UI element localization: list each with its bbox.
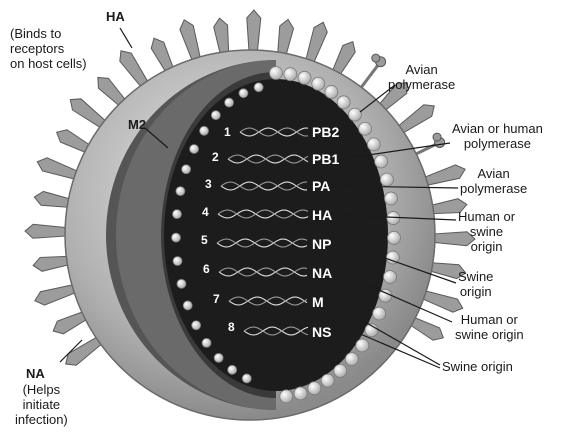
matrix-bead: [325, 85, 338, 98]
matrix-bead: [190, 144, 199, 153]
ha-spike: [214, 18, 229, 56]
matrix-bead: [375, 155, 388, 168]
matrix-bead: [384, 192, 397, 205]
ha-spike: [35, 284, 78, 305]
origin-label-na: Human or swine origin: [455, 312, 524, 342]
matrix-bead: [225, 98, 234, 107]
segment-ns-label: NS: [312, 324, 331, 340]
viral-core: [164, 79, 388, 391]
matrix-bead: [356, 339, 369, 352]
na-description: (Helps initiate infection): [15, 382, 68, 427]
ha-spike-label: HA: [106, 9, 125, 24]
ha-spike: [180, 20, 201, 63]
matrix-bead: [228, 365, 237, 374]
matrix-bead: [367, 138, 380, 151]
segment-8-number: 8: [228, 320, 235, 334]
ha-spike: [247, 10, 261, 54]
segment-3-number: 3: [205, 177, 212, 191]
matrix-bead: [280, 390, 293, 403]
matrix-bead: [202, 338, 211, 347]
matrix-bead: [294, 387, 307, 400]
matrix-bead: [334, 364, 347, 377]
matrix-bead: [345, 353, 358, 366]
matrix-bead: [373, 307, 386, 320]
origin-label-np: Swine origin: [458, 269, 493, 299]
ha-spike: [25, 224, 69, 238]
ha-spike: [422, 165, 465, 186]
matrix-bead: [270, 67, 283, 80]
matrix-bead: [308, 382, 321, 395]
segment-m-label: M: [312, 294, 324, 310]
ha-spike: [33, 256, 71, 271]
matrix-bead: [173, 257, 182, 266]
segment-np-label: NP: [312, 236, 331, 252]
matrix-bead: [337, 96, 350, 109]
origin-label-pa: Avian polymerase: [460, 166, 527, 196]
matrix-bead: [242, 374, 251, 383]
matrix-bead: [298, 71, 311, 84]
matrix-bead: [383, 270, 396, 283]
matrix-bead: [214, 353, 223, 362]
segment-1-number: 1: [224, 125, 231, 139]
matrix-bead: [177, 279, 186, 288]
matrix-bead: [359, 122, 372, 135]
segment-2-number: 2: [212, 150, 219, 164]
matrix-bead: [176, 187, 185, 196]
segment-7-number: 7: [213, 292, 220, 306]
origin-label-ns: Swine origin: [442, 359, 513, 374]
matrix-bead: [387, 231, 400, 244]
na-spike: [359, 54, 386, 90]
matrix-bead: [183, 301, 192, 310]
matrix-bead: [192, 321, 201, 330]
matrix-bead: [312, 77, 325, 90]
matrix-bead: [211, 111, 220, 120]
matrix-bead: [172, 210, 181, 219]
origin-label-ha: Human or swine origin: [458, 209, 515, 254]
segment-pa-label: PA: [312, 178, 330, 194]
matrix-bead: [239, 89, 248, 98]
matrix-bead: [200, 126, 209, 135]
segment-pb1-label: PB1: [312, 151, 339, 167]
matrix-bead: [254, 83, 263, 92]
segment-pb2-label: PB2: [312, 124, 339, 140]
matrix-bead: [172, 233, 181, 242]
origin-label-pb2: Avian polymerase: [388, 62, 455, 92]
ha-description: (Binds to receptors on host cells): [10, 26, 87, 71]
matrix-bead: [348, 108, 361, 121]
matrix-bead: [380, 173, 393, 186]
matrix-bead: [321, 374, 334, 387]
segment-6-number: 6: [203, 262, 210, 276]
na-spike-label: NA: [26, 366, 45, 381]
segment-5-number: 5: [201, 233, 208, 247]
matrix-bead: [182, 165, 191, 174]
m2-label: M2: [128, 117, 146, 132]
segment-4-number: 4: [202, 205, 209, 219]
segment-ha-label: HA: [312, 207, 332, 223]
matrix-bead: [284, 68, 297, 81]
leader-line: [120, 28, 132, 48]
origin-label-pb1: Avian or human polymerase: [452, 121, 543, 151]
segment-na-label: NA: [312, 265, 332, 281]
